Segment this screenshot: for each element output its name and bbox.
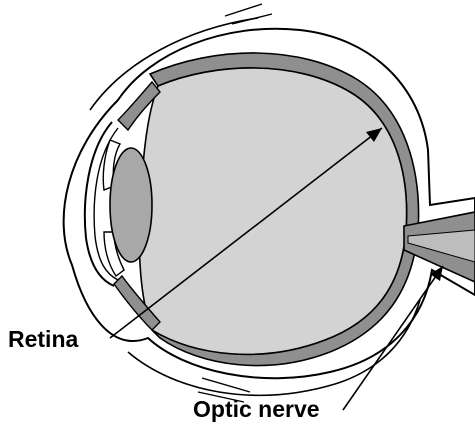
lashes-top-1 bbox=[225, 4, 262, 16]
optic-nerve-label: Optic nerve bbox=[193, 398, 320, 421]
vitreous-body bbox=[139, 68, 406, 354]
retina-label: Retina bbox=[8, 328, 78, 351]
lens bbox=[110, 148, 152, 262]
lashes-top-2 bbox=[232, 14, 272, 24]
